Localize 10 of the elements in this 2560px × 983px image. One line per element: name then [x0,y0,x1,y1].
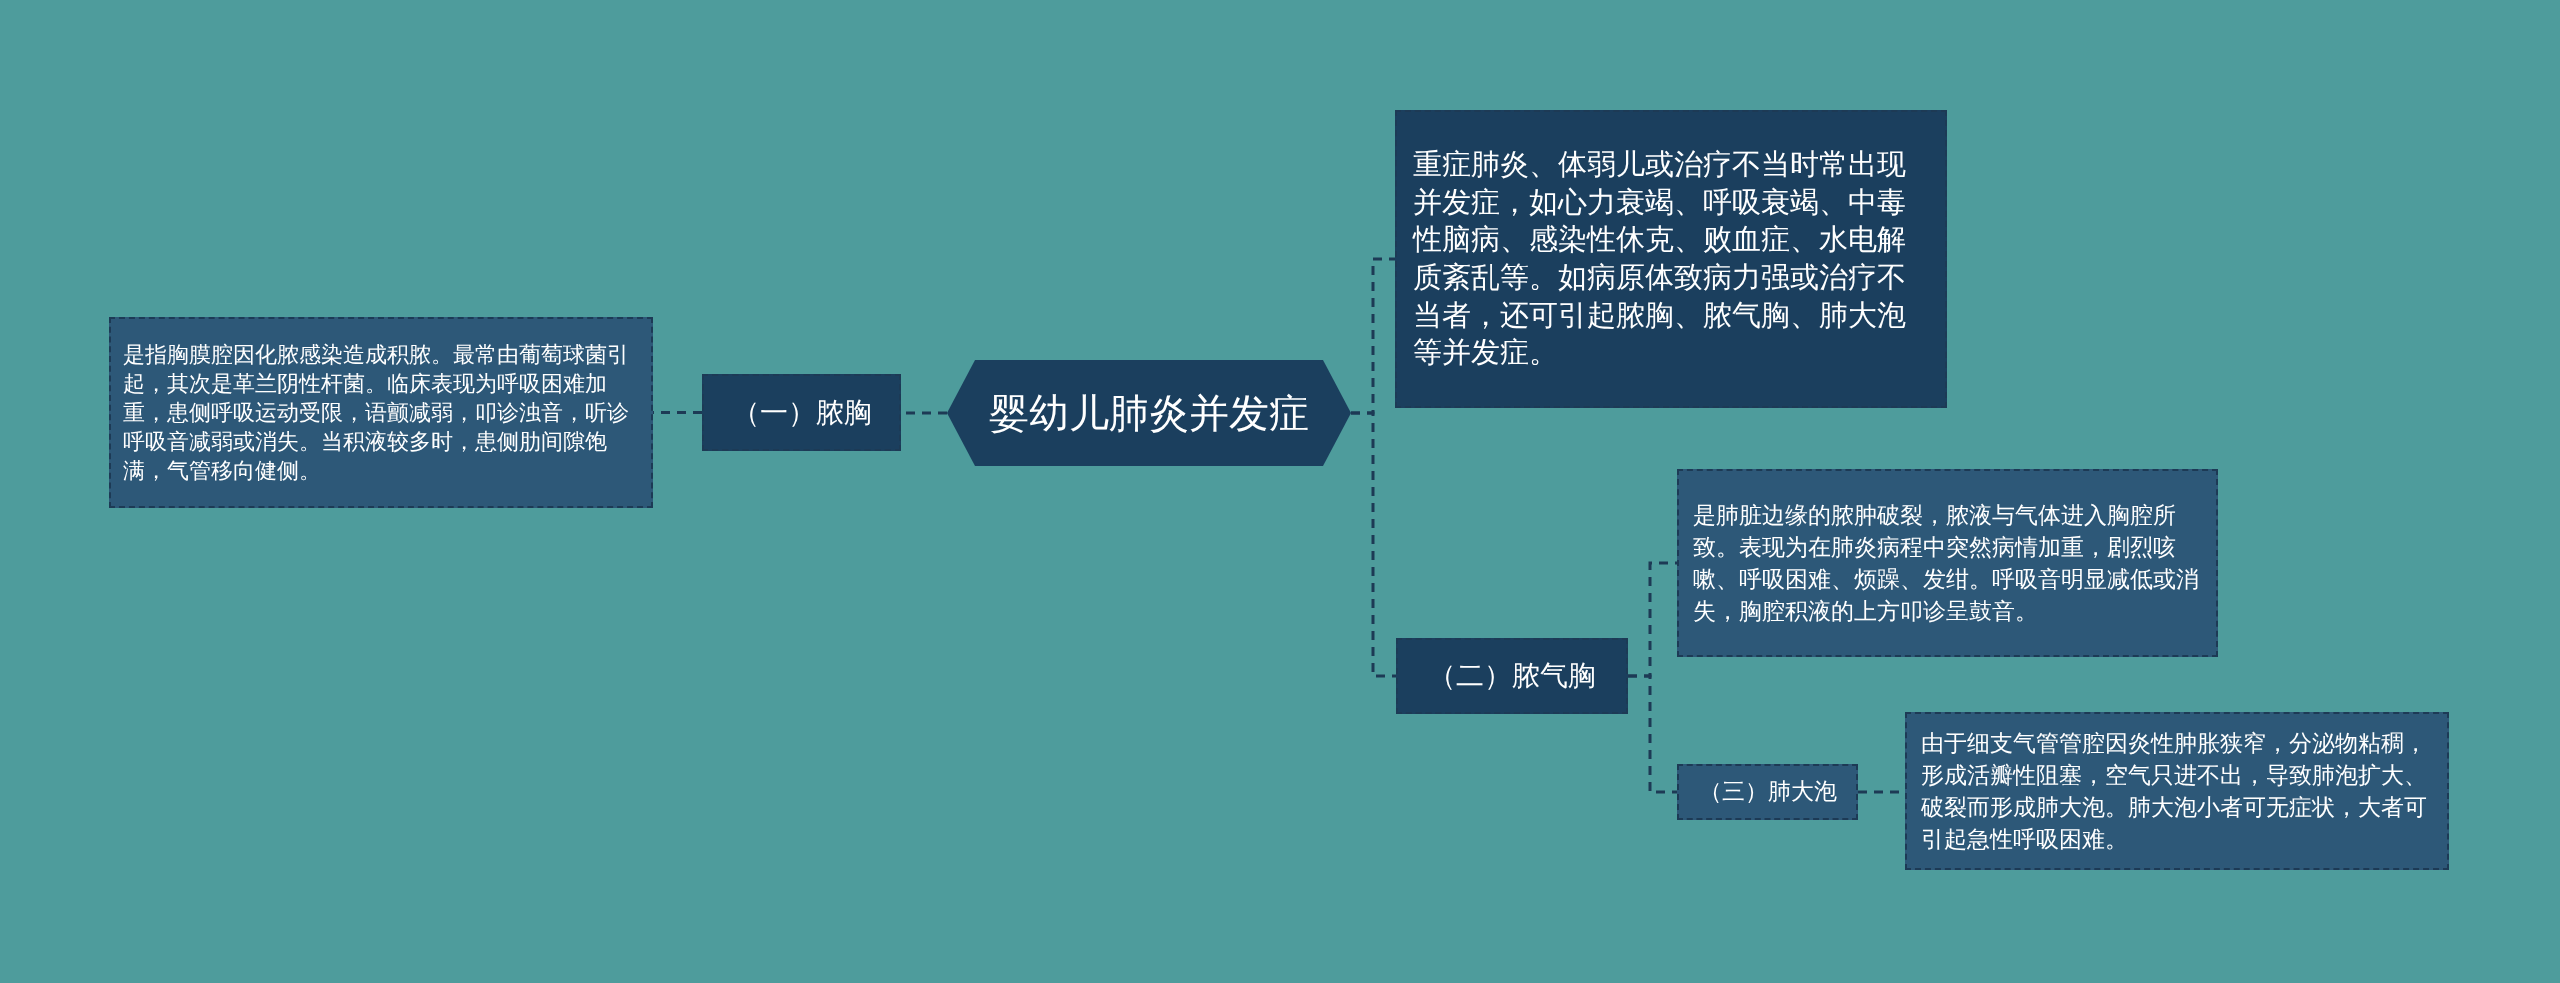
detail-box: 重症肺炎、体弱儿或治疗不当时常出现并发症，如心力衰竭、呼吸衰竭、中毒性脑病、感染性休克、败血症、水电解质紊乱等。如病原体致病力强或治疗不当者，还可引起脓胸、脓气胸、肺大泡等并发症。 [1395,110,1947,408]
detail-box: 是指胸膜腔因化脓感染造成积脓。最常由葡萄球菌引起，其次是革兰阴性杆菌。临床表现为呼吸困难加重，患侧呼吸运动受限，语颤减弱，叩诊浊音，听诊呼吸音减弱或消失。当积液较多时，患侧肋间隙饱满，气管移向健侧。 [109,317,653,508]
topic-box: （一）脓胸 [702,374,901,451]
topic-box: （三）肺大泡 [1677,764,1858,820]
detail-box: 由于细支气管管腔因炎性肿胀狭窄，分泌物粘稠，形成活瓣性阻塞，空气只进不出，导致肺泡扩大、破裂而形成肺大泡。肺大泡小者可无症状，大者可引起急性呼吸困难。 [1905,712,2449,870]
connector [1351,411,1396,678]
detail-box: 是肺脏边缘的脓肿破裂，脓液与气体进入胸腔所致。表现为在肺炎病程中突然病情加重，剧烈咳嗽、呼吸困难、烦躁、发绀。呼吸音明显减低或消失，胸腔积液的上方叩诊呈鼓音。 [1677,469,2218,657]
topic-hexagon: 婴幼儿肺炎并发症 [947,360,1351,466]
topic-box: （二）脓气胸 [1396,638,1628,714]
connector [1628,674,1677,794]
